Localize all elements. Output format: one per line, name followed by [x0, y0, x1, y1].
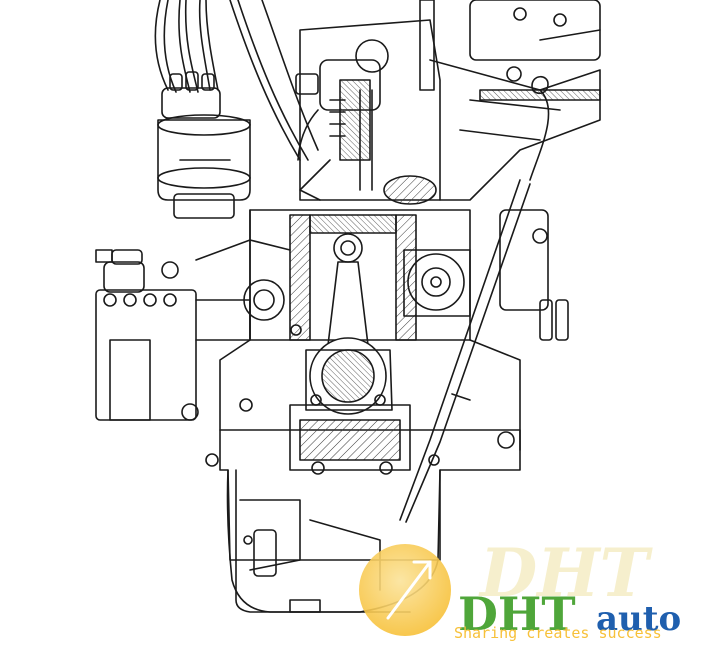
- connecting-rod: [305, 233, 393, 415]
- cylinder-block: [219, 209, 521, 451]
- watermark-tagline: Sharing creates success: [454, 624, 662, 642]
- watermark-gold-circle: [359, 544, 451, 636]
- intake-manifold: [429, 0, 601, 201]
- distributor-cap: [157, 71, 251, 219]
- crankcase: [219, 404, 521, 613]
- watermark-brand-main: DHT: [458, 587, 576, 641]
- dht-auto-watermark: DHT DHT auto Sharing creates success: [359, 534, 681, 642]
- dipstick-tube: [399, 75, 550, 523]
- watermark-brand-suffix: auto: [596, 599, 681, 639]
- fuel-pump: [95, 239, 291, 421]
- cylinder-head: [295, 0, 441, 205]
- arrow-up-icon: [386, 560, 432, 620]
- camshaft-pulley: [403, 209, 569, 341]
- block-bolts: [181, 324, 515, 467]
- watermark-ghost-text: DHT: [478, 534, 654, 612]
- ignition-leads: [154, 0, 319, 161]
